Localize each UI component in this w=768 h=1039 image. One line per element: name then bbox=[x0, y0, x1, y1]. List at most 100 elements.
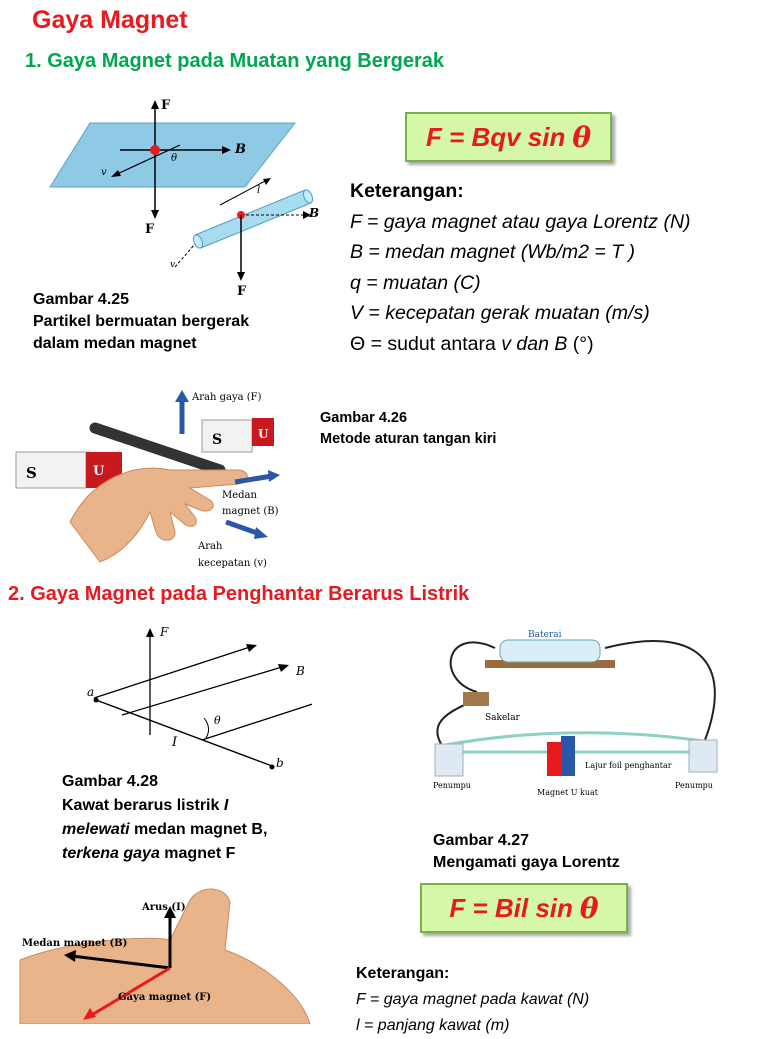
figure-4-27-caption: Gambar 4.27 Mengamati gaya Lorentz bbox=[433, 830, 620, 874]
label-U-left: U bbox=[93, 464, 105, 479]
l-arrow bbox=[219, 179, 268, 206]
battery-base bbox=[485, 660, 615, 668]
left-hand bbox=[69, 467, 248, 563]
label-l: l bbox=[257, 185, 260, 196]
label-arah: Arah bbox=[197, 541, 223, 552]
figure-4-26-illustration: S U S U Arah gaya (F) Medan magnet (B) A… bbox=[15, 390, 280, 569]
caption-number: Gambar 4.27 bbox=[433, 832, 530, 849]
magnetic-field-plane bbox=[49, 122, 297, 188]
point-b bbox=[269, 764, 275, 770]
label-v: v bbox=[101, 167, 107, 178]
arrow-head-icon bbox=[263, 178, 271, 185]
keterangan-2: Keterangan: F = gaya magnet pada kawat (… bbox=[356, 961, 589, 1039]
cylinder-conductor bbox=[192, 189, 314, 249]
label-F-2: F bbox=[237, 284, 247, 295]
label-F: F bbox=[159, 625, 169, 639]
velocity-arrow bbox=[225, 519, 261, 537]
point-b-marker: b bbox=[269, 756, 284, 770]
label-baterai: Baterai bbox=[528, 630, 562, 640]
label-theta: θ bbox=[171, 153, 177, 164]
figure-4-26-caption: Gambar 4.26 Metode aturan tangan kiri bbox=[320, 408, 496, 450]
arrow-head-icon bbox=[83, 1008, 96, 1020]
label-medan: Medan magnet (B) bbox=[22, 938, 127, 949]
caption-line: melewati medan magnet B, bbox=[62, 818, 267, 842]
switch bbox=[463, 692, 489, 706]
page-title: Gaya Magnet bbox=[32, 6, 188, 34]
label-gaya: Gaya magnet (F) bbox=[118, 992, 211, 1003]
arrow-head-icon bbox=[151, 100, 159, 109]
caption-line: Kawat berarus listrik I bbox=[62, 794, 267, 818]
magnet-u-right bbox=[252, 418, 274, 446]
theta-symbol: θ bbox=[572, 120, 592, 154]
keterangan-heading: Keterangan: bbox=[350, 180, 464, 202]
label-medan-1: Medan bbox=[222, 490, 258, 501]
section-1-heading: 1. Gaya Magnet pada Muatan yang Bergerak bbox=[25, 50, 445, 72]
figure-4-28-diagram: F B a I θ bbox=[87, 625, 312, 767]
label-lajur: Lajur foil penghantar bbox=[585, 761, 672, 770]
keterangan-line: l = panjang kawat (m) bbox=[356, 1017, 510, 1034]
theta-symbol: Θ bbox=[350, 332, 366, 355]
arrow-head-icon bbox=[237, 272, 245, 281]
caption-text: melewati bbox=[62, 821, 130, 838]
label-theta: θ bbox=[214, 714, 221, 727]
keterangan-line: V = kecepatan gerak muatan (m/s) bbox=[350, 302, 650, 325]
label-I: I bbox=[171, 735, 178, 750]
theta-symbol: θ bbox=[579, 891, 599, 925]
keterangan-line: F = gaya magnet pada kawat (N) bbox=[356, 991, 590, 1008]
label-arus: Arus (I) bbox=[141, 902, 186, 913]
caption-text: dalam medan magnet bbox=[33, 335, 197, 352]
keterangan-heading: Keterangan: bbox=[356, 965, 450, 982]
label-B: B bbox=[234, 142, 246, 157]
caption-text: magnet F bbox=[159, 845, 236, 862]
v-axis bbox=[114, 144, 181, 176]
arrow-head-icon bbox=[246, 644, 257, 652]
field-arrow bbox=[234, 473, 273, 485]
arrow-head-icon bbox=[222, 146, 231, 154]
arrow-head-icon bbox=[146, 628, 154, 637]
figure-4-25-diagram: F F B v θ v B l F bbox=[49, 98, 319, 295]
label-S-left: S bbox=[26, 464, 37, 482]
field-line-2 bbox=[121, 666, 283, 716]
label-penumpu-right: Penumpu bbox=[675, 781, 713, 790]
support-left bbox=[434, 743, 464, 777]
support-right bbox=[688, 739, 718, 773]
theta-line-vars: v dan B bbox=[501, 332, 568, 355]
label-B: B bbox=[295, 664, 305, 678]
formula-text: F = Bqv sin bbox=[425, 121, 566, 152]
keterangan-line-theta: Θ = sudut antara v dan B (°) bbox=[350, 329, 691, 360]
foil-rail-top bbox=[444, 731, 711, 747]
arrow-head-icon bbox=[175, 390, 189, 402]
wire-right bbox=[604, 640, 716, 741]
field-line-1 bbox=[93, 646, 251, 699]
label-S-right: S bbox=[212, 432, 222, 448]
charge-particle bbox=[150, 145, 160, 155]
arrow-head-icon bbox=[151, 210, 159, 219]
point-a bbox=[93, 697, 99, 703]
label-U-right: U bbox=[258, 427, 269, 441]
arrow-head-icon bbox=[268, 470, 280, 482]
caption-text: Mengamati gaya Lorentz bbox=[433, 854, 620, 871]
u-magnet-blue bbox=[561, 736, 575, 776]
battery bbox=[499, 639, 601, 663]
arrow-head-icon bbox=[303, 211, 311, 219]
arrow-head-icon bbox=[254, 527, 268, 539]
caption-number: Gambar 4.25 bbox=[33, 291, 130, 308]
caption-text: terkena gaya bbox=[62, 845, 160, 862]
theta-line-text: = sudut antara bbox=[365, 332, 502, 355]
caption-text: Metode aturan tangan kiri bbox=[320, 431, 497, 447]
figure-4-25-caption: Gambar 4.25 Partikel bermuatan bergerak … bbox=[33, 289, 249, 355]
caption-line: terkena gaya magnet F bbox=[62, 842, 267, 866]
keterangan-line: F = gaya magnet atau gaya Lorentz (N) bbox=[350, 210, 691, 233]
label-penumpu-left: Penumpu bbox=[433, 781, 471, 790]
caption-number: Gambar 4.26 bbox=[320, 410, 408, 426]
hand-rule-illustration: Arus (I) Medan magnet (B) Gaya magnet (F… bbox=[19, 888, 311, 1024]
field-line-3 bbox=[201, 703, 312, 741]
u-magnet-red bbox=[547, 742, 561, 776]
label-a: a bbox=[87, 685, 94, 699]
hand bbox=[19, 888, 311, 1024]
formula-text: F = Bil sin bbox=[449, 892, 573, 923]
keterangan-line: B = medan magnet (Wb/m2 = T ) bbox=[350, 241, 636, 264]
arrow-head-icon bbox=[64, 950, 76, 962]
magnet-s-right bbox=[201, 419, 253, 453]
